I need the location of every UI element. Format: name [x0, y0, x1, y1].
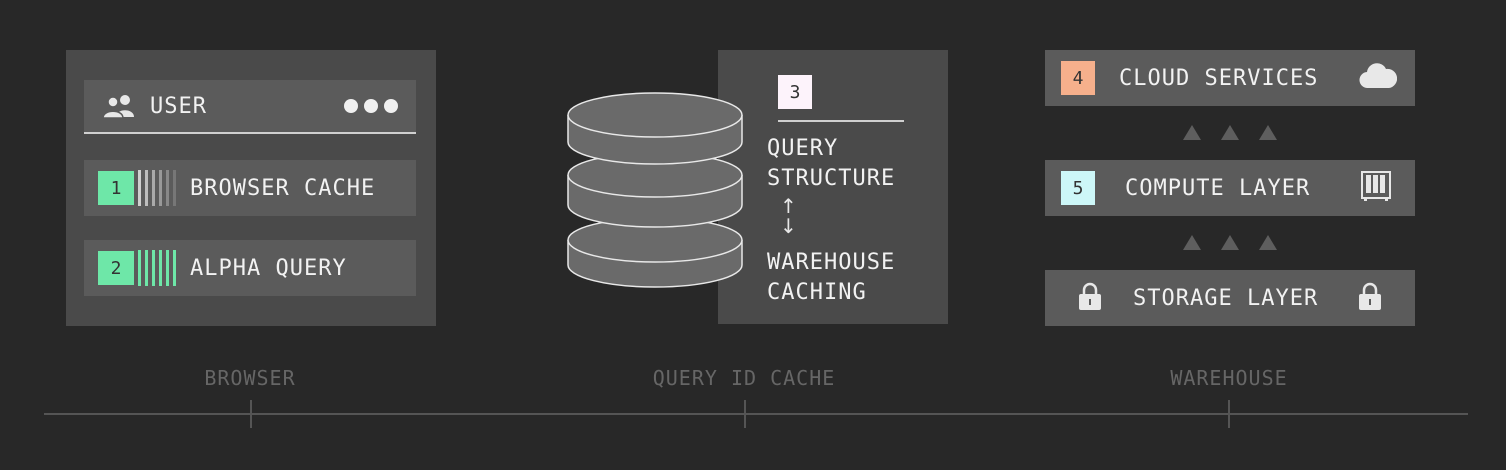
cloud-services-row[interactable]: 4 CLOUD SERVICES: [1045, 50, 1415, 106]
arrow-up-icon: [1183, 125, 1201, 140]
timeline-tick: [744, 400, 746, 428]
storage-layer-row[interactable]: STORAGE LAYER: [1045, 270, 1415, 326]
query-structure-label: QUERY STRUCTURE: [767, 134, 895, 194]
server-rack-icon: [1361, 171, 1391, 205]
query-stripes-icon: [138, 250, 176, 286]
browser-cache-label: BROWSER CACHE: [190, 175, 376, 201]
step-badge-1: 1: [98, 171, 134, 205]
arrow-up: ↑: [780, 194, 797, 218]
structure-line: STRUCTURE: [767, 166, 896, 191]
timeline-tick: [250, 400, 252, 428]
bidirectional-arrow-icon: ↑ ↓: [780, 196, 797, 236]
compute-layer-label: COMPUTE LAYER: [1125, 175, 1311, 201]
arrows-up-2: [1183, 235, 1277, 250]
warehouse-caption: WAREHOUSE: [1170, 366, 1288, 390]
lock-icon: [1357, 281, 1383, 315]
step-badge-4: 4: [1061, 61, 1095, 95]
query-line: QUERY: [767, 136, 839, 161]
arrow-up-icon: [1183, 235, 1201, 250]
alpha-query-label: ALPHA QUERY: [190, 255, 347, 281]
users-icon: [102, 93, 138, 119]
caching-line: CACHING: [767, 280, 867, 305]
user-label: USER: [150, 93, 207, 119]
database-icon: [567, 92, 743, 288]
arrows-up-1: [1183, 125, 1277, 140]
browser-cache-row[interactable]: 1 BROWSER CACHE: [84, 160, 416, 216]
arrow-up-icon: [1259, 235, 1277, 250]
more-options-icon[interactable]: [344, 99, 398, 113]
step-badge-2: 2: [98, 251, 134, 285]
arrow-up-icon: [1259, 125, 1277, 140]
arrow-down: ↓: [780, 214, 797, 238]
user-row[interactable]: USER: [84, 80, 416, 134]
browser-caption: BROWSER: [204, 366, 296, 390]
alpha-query-row[interactable]: 2 ALPHA QUERY: [84, 240, 416, 296]
step-badge-3: 3: [778, 75, 812, 109]
arrow-up-icon: [1221, 235, 1239, 250]
cache-stripes-icon: [138, 170, 176, 206]
compute-layer-row[interactable]: 5 COMPUTE LAYER: [1045, 160, 1415, 216]
step-badge-5: 5: [1061, 171, 1095, 205]
warehouse-caching-label: WAREHOUSE CACHING: [767, 248, 895, 308]
cloud-icon: [1359, 63, 1398, 93]
query-cache-caption: QUERY ID CACHE: [652, 366, 836, 390]
arrow-up-icon: [1221, 125, 1239, 140]
storage-layer-label: STORAGE LAYER: [1133, 285, 1319, 311]
timeline-axis: [44, 413, 1468, 415]
warehouse-line: WAREHOUSE: [767, 250, 896, 275]
timeline-tick: [1228, 400, 1230, 428]
divider: [778, 120, 904, 122]
cloud-services-label: CLOUD SERVICES: [1119, 65, 1319, 91]
query-cache-panel: [718, 50, 948, 324]
lock-icon: [1077, 281, 1103, 315]
